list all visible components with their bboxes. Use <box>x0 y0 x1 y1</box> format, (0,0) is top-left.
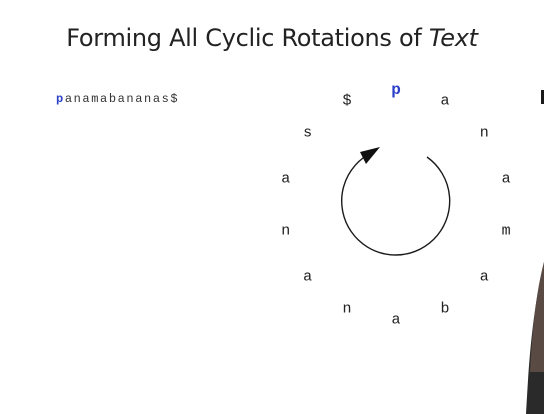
rotation-arc <box>341 151 451 256</box>
circle-letter: a <box>281 170 291 188</box>
title-main: Forming All Cyclic Rotations of <box>66 24 429 52</box>
circle-letter: m <box>501 222 511 240</box>
circle-letter: n <box>281 222 291 240</box>
circle-letter: n <box>479 124 489 142</box>
presenter-image <box>526 262 544 414</box>
circle-letter: p <box>391 81 401 99</box>
presenter-edge <box>541 90 544 104</box>
circle-letter: a <box>391 311 401 329</box>
text-string: panamabananas$ <box>56 92 179 106</box>
circle-letter: a <box>501 170 511 188</box>
circle-letter: s <box>303 124 313 142</box>
circle-letter: b <box>440 300 450 318</box>
text-rest: anamabananas$ <box>64 92 180 106</box>
circle-letter: $ <box>342 92 352 110</box>
circle-letter: n <box>342 300 352 318</box>
circle-letter: a <box>440 92 450 110</box>
slide-title: Forming All Cyclic Rotations of Text <box>0 24 544 52</box>
title-italic: Text <box>428 24 478 52</box>
circle-letter: a <box>303 268 313 286</box>
rotation-arrowhead <box>360 147 380 164</box>
text-first-char: p <box>56 92 65 106</box>
circle-letter: a <box>479 268 489 286</box>
